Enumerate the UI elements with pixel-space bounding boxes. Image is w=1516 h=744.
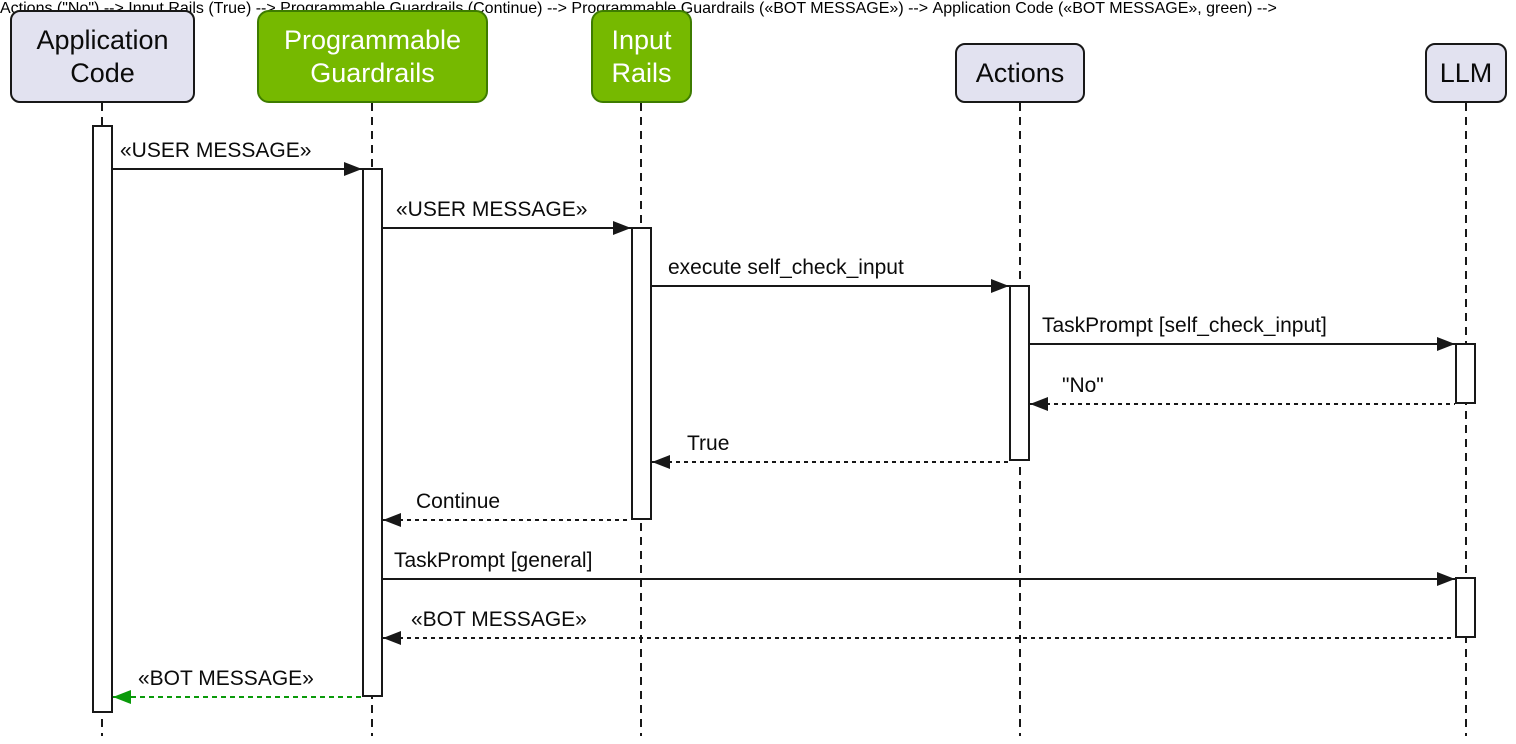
message-line-4 [1030, 343, 1455, 345]
message-line-9 [383, 637, 1455, 639]
message-label-user-message-2: «USER MESSAGE» [396, 198, 588, 221]
activation-application-code [92, 125, 113, 713]
message-line-8 [383, 578, 1455, 580]
message-label-continue: Continue [416, 490, 501, 513]
arrowhead-icon-3 [991, 279, 1009, 293]
arrowhead-icon-4 [1437, 337, 1455, 351]
participant-input-rails: Input Rails [591, 10, 692, 103]
arrowhead-icon-7 [383, 513, 401, 527]
message-label-execute-self-check-input: execute self_check_input [668, 256, 904, 279]
message-label-taskprompt-self-check-input: TaskPrompt [self_check_input] [1042, 314, 1327, 337]
message-line-2 [383, 227, 631, 229]
participant-actions: Actions [955, 43, 1085, 103]
activation-programmable-guardrails [362, 168, 383, 697]
message-line-3 [652, 285, 1009, 287]
arrowhead-icon-9 [383, 631, 401, 645]
message-label-taskprompt-general: TaskPrompt [general] [394, 549, 593, 572]
message-label-user-message-1: «USER MESSAGE» [120, 139, 312, 162]
participant-programmable-guardrails: Programmable Guardrails [257, 10, 488, 103]
message-label-true: True [687, 432, 730, 455]
activation-llm-1 [1455, 343, 1476, 404]
arrowhead-icon-10 [113, 690, 131, 704]
message-label-no: "No" [1062, 374, 1104, 397]
message-label-bot-message-2: «BOT MESSAGE» [138, 667, 314, 690]
participant-llm: LLM [1425, 43, 1507, 103]
message-line-5 [1030, 403, 1455, 405]
activation-actions [1009, 285, 1030, 461]
arrowhead-icon-2 [613, 221, 631, 235]
arrowhead-icon-6 [652, 455, 670, 469]
lifeline-llm [1465, 103, 1467, 736]
message-line-10 [113, 696, 362, 698]
arrowhead-icon-1 [344, 162, 362, 176]
message-line-7 [383, 519, 631, 521]
participant-application-code: Application Code [10, 10, 195, 103]
message-line-6 [652, 461, 1009, 463]
arrowhead-icon-8 [1437, 572, 1455, 586]
message-line-1 [113, 168, 362, 170]
message-label-bot-message-1: «BOT MESSAGE» [411, 608, 587, 631]
activation-llm-2 [1455, 577, 1476, 638]
arrowhead-icon-5 [1030, 397, 1048, 411]
activation-input-rails [631, 227, 652, 520]
